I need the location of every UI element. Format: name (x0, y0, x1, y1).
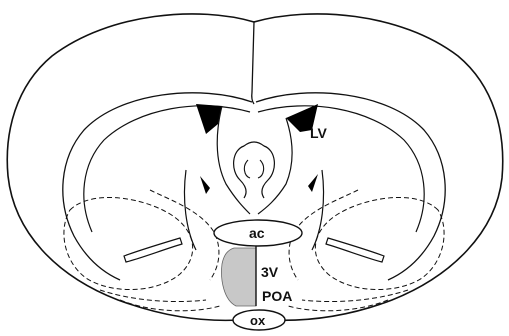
label-poa: POA (262, 288, 292, 304)
fornix (234, 142, 275, 198)
label-3v: 3V (261, 264, 279, 280)
striatum-right-dashed (315, 198, 444, 290)
label-lv: LV (310, 125, 328, 141)
fornix-inner (244, 160, 263, 178)
label-ox: ox (250, 313, 266, 328)
external-capsule-right (258, 106, 424, 232)
label-ac: ac (249, 225, 265, 241)
longitudinal-fissure (252, 22, 254, 104)
external-capsule-left (84, 106, 250, 232)
ac-limb-left (124, 238, 182, 262)
ac-limb-right (326, 238, 384, 262)
striatum-left-dashed (64, 198, 193, 290)
preoptic-area-shading (222, 248, 256, 306)
ventricle-tail-left (200, 176, 210, 194)
ventricle-tail-right (308, 174, 318, 192)
